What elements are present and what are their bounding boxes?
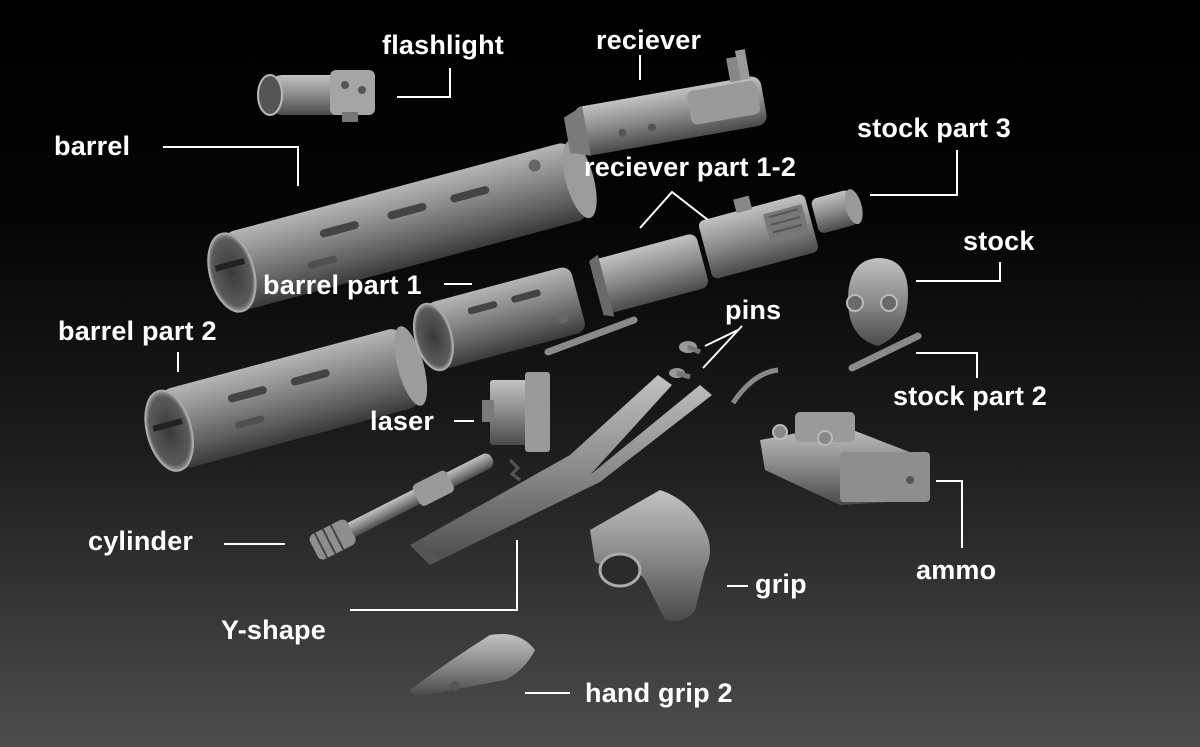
label-flashlight: flashlight xyxy=(382,30,504,60)
label-pins: pins xyxy=(725,295,782,325)
label-stock-part-2: stock part 2 xyxy=(893,381,1047,411)
label-hand-grip-2: hand grip 2 xyxy=(585,678,733,708)
stock-part-3-part xyxy=(811,189,863,233)
stock-part xyxy=(846,258,908,346)
label-barrel-part-2: barrel part 2 xyxy=(58,316,217,346)
label-y-shape: Y-shape xyxy=(221,615,326,645)
label-ammo: ammo xyxy=(916,555,997,585)
stock-part-2-part xyxy=(848,332,922,372)
barrel-part-2-part xyxy=(144,326,428,472)
label-barrel-part-1: barrel part 1 xyxy=(263,270,422,300)
grip-part xyxy=(590,490,710,621)
laser-part xyxy=(482,372,550,482)
flashlight-part xyxy=(257,70,375,122)
label-cylinder: cylinder xyxy=(88,526,194,556)
label-laser: laser xyxy=(370,406,435,436)
pins-part xyxy=(544,316,779,405)
reciever-part-1-2-part xyxy=(589,194,819,317)
leader-lines xyxy=(163,55,1001,694)
barrel-part-1-part xyxy=(412,267,585,372)
label-stock-part-3: stock part 3 xyxy=(857,113,1011,143)
label-stock: stock xyxy=(963,226,1035,256)
label-reciever-part-1-2: reciever part 1-2 xyxy=(584,152,797,182)
label-barrel: barrel xyxy=(54,131,131,161)
reciever-part xyxy=(563,49,767,156)
barrel-part xyxy=(207,140,597,313)
label-reciever: reciever xyxy=(596,25,702,55)
cylinder-part xyxy=(309,453,494,560)
ammo-part xyxy=(760,412,930,505)
label-grip: grip xyxy=(755,569,807,599)
y-shape-part xyxy=(410,375,712,565)
hand-grip-2-part xyxy=(410,634,535,696)
